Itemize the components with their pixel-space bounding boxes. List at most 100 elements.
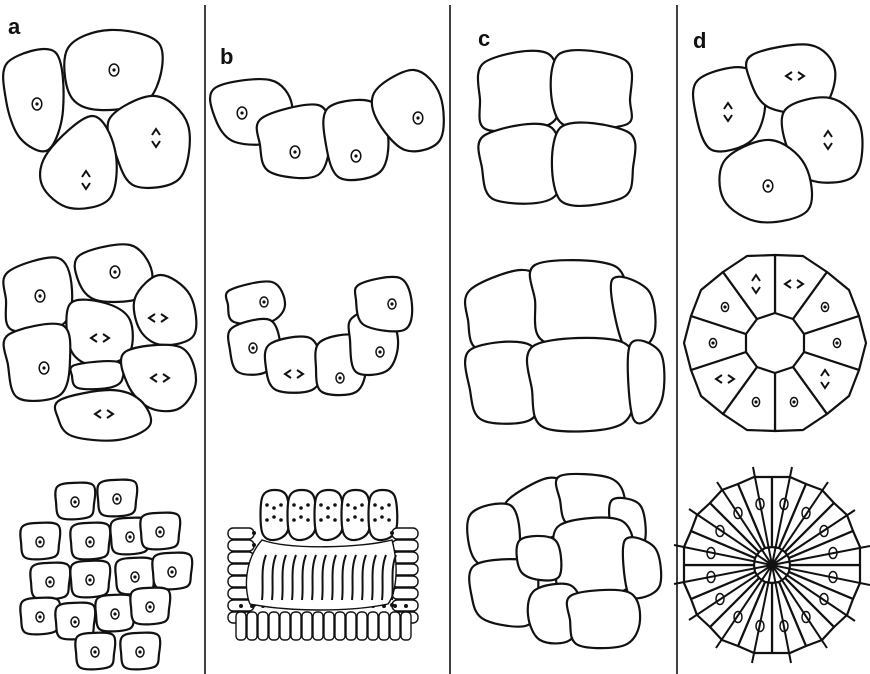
granular-cell	[342, 490, 371, 540]
cell	[55, 390, 151, 441]
granule	[279, 518, 283, 522]
rosette-center	[769, 562, 775, 568]
nucleus-dot	[128, 535, 131, 538]
granule	[306, 503, 310, 507]
granule	[272, 515, 276, 519]
column-cell	[368, 612, 378, 640]
cell	[4, 324, 71, 401]
nucleus-dot	[835, 341, 838, 344]
panel-b-drawings	[210, 70, 444, 640]
cell	[552, 123, 636, 206]
column-cell	[392, 528, 418, 539]
nucleus-dot	[38, 540, 41, 543]
column-cell	[357, 612, 367, 640]
column-cell	[291, 612, 301, 640]
nucleus-dot	[48, 580, 51, 583]
granular-cell	[288, 490, 317, 540]
column-cell	[302, 612, 312, 640]
nucleus-dot	[354, 154, 357, 157]
nucleus-dot	[88, 578, 91, 581]
column-cell	[247, 612, 257, 640]
column-cell	[392, 588, 418, 599]
nucleus-dot	[88, 540, 91, 543]
nucleus-dot	[133, 575, 136, 578]
column-cell	[390, 612, 400, 640]
nucleus-dot	[766, 184, 769, 187]
nucleus-dot	[338, 376, 341, 379]
granule	[265, 518, 269, 522]
cell	[478, 124, 562, 204]
granule	[333, 503, 337, 507]
nucleus-dot	[390, 302, 393, 305]
granule	[353, 515, 357, 519]
granular-cell	[261, 490, 290, 540]
cell	[226, 281, 285, 324]
nucleus-dot	[754, 400, 757, 403]
column-cell	[392, 540, 418, 551]
nucleus-dot	[823, 305, 826, 308]
granule	[265, 503, 269, 507]
granule	[306, 518, 310, 522]
cell	[108, 96, 190, 188]
nucleus-dot	[115, 497, 118, 500]
granule	[373, 503, 377, 507]
nucleus-dot	[293, 150, 296, 153]
granule	[326, 506, 330, 510]
cell	[527, 338, 636, 432]
granule	[326, 515, 330, 519]
column-cell	[228, 540, 254, 551]
nucleus-dot	[404, 604, 408, 608]
nucleus-dot	[112, 68, 115, 71]
granule	[279, 503, 283, 507]
nucleus-dot	[158, 530, 161, 533]
cell	[355, 277, 412, 331]
nucleus-dot	[393, 604, 397, 608]
nucleus-dot	[73, 500, 76, 503]
cell	[257, 104, 330, 178]
column-cell	[280, 612, 290, 640]
granule	[319, 503, 323, 507]
panel-c-drawings	[465, 50, 664, 648]
cell	[567, 590, 640, 648]
cell	[478, 51, 561, 132]
nucleus-dot	[239, 604, 243, 608]
granule	[346, 503, 350, 507]
column-cell	[236, 612, 246, 640]
nucleus-dot	[262, 300, 265, 303]
cell	[70, 361, 123, 389]
nucleus-dot	[240, 111, 243, 114]
granule	[380, 506, 384, 510]
granule	[346, 518, 350, 522]
granule	[360, 518, 364, 522]
nucleus-dot	[38, 294, 41, 297]
granule	[292, 503, 296, 507]
nucleus-dot	[138, 650, 141, 653]
granule	[292, 518, 296, 522]
nucleus-dot	[711, 341, 714, 344]
nucleus-dot	[378, 350, 381, 353]
panel-a-drawings	[3, 30, 196, 669]
panel-d-drawings	[674, 44, 870, 663]
cell	[551, 50, 632, 129]
granule	[360, 503, 364, 507]
nucleus-dot	[113, 270, 116, 273]
column-cell	[379, 612, 389, 640]
granule	[387, 503, 391, 507]
granular-cell	[315, 490, 344, 540]
column-cell	[346, 612, 356, 640]
granule	[380, 515, 384, 519]
column-cell	[401, 612, 411, 640]
nucleus-dot	[113, 612, 116, 615]
column-cell	[324, 612, 334, 640]
granule	[333, 518, 337, 522]
nucleus-dot	[38, 615, 41, 618]
granule	[299, 515, 303, 519]
granule	[299, 506, 303, 510]
nucleus-dot	[390, 531, 394, 535]
nucleus-dot	[42, 366, 45, 369]
nucleus-dot	[93, 650, 96, 653]
granule	[387, 518, 391, 522]
nucleus-dot	[252, 531, 256, 535]
